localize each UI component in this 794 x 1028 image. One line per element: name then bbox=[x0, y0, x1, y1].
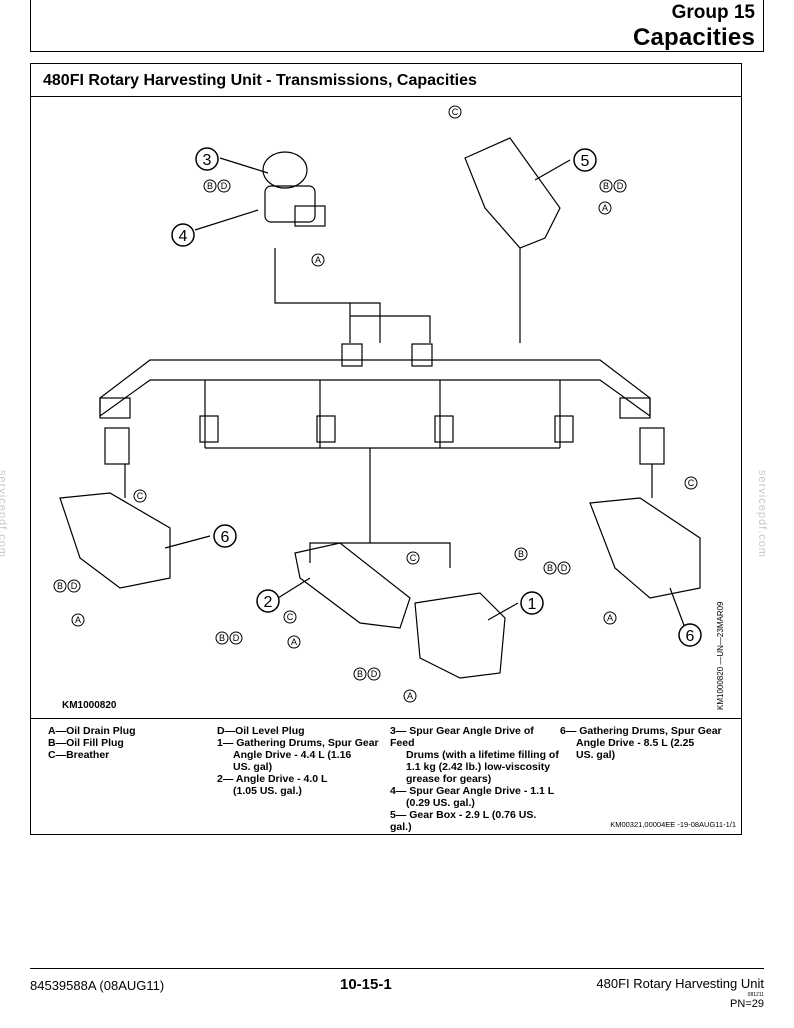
part-5-gearbox bbox=[464, 137, 561, 249]
document-code: KM00321,00004EE -19-08AUG11-1/1 bbox=[610, 820, 736, 829]
svg-text:C: C bbox=[410, 553, 417, 563]
legend-item: US. gal) bbox=[576, 749, 616, 761]
legend-item: C—Breather bbox=[48, 749, 110, 761]
svg-text:D: D bbox=[561, 563, 568, 573]
svg-text:B: B bbox=[518, 549, 524, 559]
callout-5: 5 bbox=[581, 153, 590, 170]
callout-1: 1 bbox=[528, 596, 537, 613]
group-number: Group 15 bbox=[671, 2, 755, 23]
section-title: 480FI Rotary Harvesting Unit - Transmiss… bbox=[43, 72, 477, 89]
diagram-svg: 3 4 5 6 2 1 6 C B D A B D A C B D A bbox=[53, 105, 702, 703]
legend-item: 2— Angle Drive - 4.0 L bbox=[217, 773, 328, 785]
legend-item: D—Oil Level Plug bbox=[217, 725, 305, 737]
svg-text:C: C bbox=[452, 107, 459, 117]
svg-text:A: A bbox=[291, 637, 297, 647]
part-6-left bbox=[59, 492, 171, 589]
callout-6-left: 6 bbox=[221, 529, 230, 546]
page-header: Group 15 Capacities bbox=[30, 0, 764, 52]
svg-text:A: A bbox=[75, 615, 81, 625]
part-1-gearbox bbox=[414, 592, 506, 679]
legend-column-1: A—Oil Drain Plug B—Oil Fill Plug C—Breat… bbox=[48, 725, 198, 761]
svg-text:A: A bbox=[407, 691, 413, 701]
svg-text:D: D bbox=[71, 581, 78, 591]
footer-manual-title: 480FI Rotary Harvesting Unit bbox=[596, 976, 764, 991]
callout-3: 3 bbox=[203, 152, 212, 169]
legend-column-4: 6— Gathering Drums, Spur Gear Angle Driv… bbox=[560, 725, 730, 761]
legend-column-2: D—Oil Level Plug 1— Gathering Drums, Spu… bbox=[217, 725, 387, 797]
svg-text:C: C bbox=[688, 478, 695, 488]
page-title: Capacities bbox=[632, 24, 755, 51]
legend-column-3: 3— Spur Gear Angle Drive of Feed Drums (… bbox=[390, 725, 560, 833]
svg-text:C: C bbox=[287, 612, 294, 622]
figure-code: KM1000820 bbox=[62, 700, 117, 711]
watermark-right: servicepdf.com bbox=[756, 470, 768, 558]
svg-text:A: A bbox=[602, 203, 608, 213]
svg-text:D: D bbox=[371, 669, 378, 679]
legend-item: US. gal) bbox=[233, 761, 273, 773]
frame-beam bbox=[99, 359, 651, 418]
legend-item: (1.05 US. gal.) bbox=[233, 785, 302, 797]
svg-text:B: B bbox=[219, 633, 225, 643]
svg-text:A: A bbox=[607, 613, 613, 623]
footer-pn: PN=29 bbox=[730, 998, 764, 1010]
svg-text:B: B bbox=[603, 181, 609, 191]
legend-item: (0.29 US. gal.) bbox=[406, 797, 475, 809]
legend-item: 5— Gear Box - 2.9 L (0.76 US. gal.) bbox=[390, 809, 537, 833]
watermark-left: servicepdf.com bbox=[0, 470, 8, 558]
svg-text:B: B bbox=[57, 581, 63, 591]
svg-text:D: D bbox=[221, 181, 228, 191]
title-divider bbox=[31, 96, 741, 97]
footer-date: 081211 bbox=[747, 992, 764, 998]
legend-item: 1.1 kg (2.42 lb.) low-viscosity bbox=[406, 761, 551, 773]
svg-text:D: D bbox=[233, 633, 240, 643]
legend-item: grease for gears) bbox=[406, 773, 492, 785]
content-frame: 480FI Rotary Harvesting Unit - Transmiss… bbox=[30, 63, 742, 835]
legend-item: A—Oil Drain Plug bbox=[48, 725, 136, 737]
transmission-diagram: 3 4 5 6 2 1 6 C B D A B D A C B D A bbox=[40, 98, 740, 718]
legend-item: 1— Gathering Drums, Spur Gear bbox=[217, 737, 379, 749]
part-2-angle-drive bbox=[294, 542, 411, 629]
frame-left-end bbox=[99, 397, 131, 419]
legend-item: Angle Drive - 4.4 L (1.16 bbox=[233, 749, 352, 761]
legend-item: 3— Spur Gear Angle Drive of Feed bbox=[390, 725, 534, 749]
footer-manual-number: 84539588A (08AUG11) bbox=[30, 978, 165, 993]
svg-text:B: B bbox=[357, 669, 363, 679]
footer-page-number: 10-15-1 bbox=[340, 976, 392, 993]
svg-text:C: C bbox=[137, 491, 144, 501]
figure-side-code: KM1000820 —UN—23MAR09 bbox=[716, 601, 725, 711]
gearbox-box bbox=[199, 415, 219, 443]
callout-6-right: 6 bbox=[686, 628, 695, 645]
part-6-right bbox=[589, 497, 701, 599]
callout-2: 2 bbox=[264, 594, 273, 611]
legend-item: 6— Gathering Drums, Spur Gear bbox=[560, 725, 722, 737]
footer-divider bbox=[30, 968, 764, 969]
legend-item: 4— Spur Gear Angle Drive - 1.1 L bbox=[390, 785, 555, 797]
svg-text:D: D bbox=[617, 181, 624, 191]
legend-item: Angle Drive - 8.5 L (2.25 bbox=[576, 737, 695, 749]
svg-text:B: B bbox=[207, 181, 213, 191]
legend-item: Drums (with a lifetime filling of bbox=[406, 749, 559, 761]
legend-item: B—Oil Fill Plug bbox=[48, 737, 124, 749]
callout-4: 4 bbox=[179, 228, 188, 245]
part-3-housing bbox=[262, 151, 308, 189]
frame-right-end bbox=[619, 397, 651, 419]
svg-text:B: B bbox=[547, 563, 553, 573]
legend-divider bbox=[30, 718, 742, 719]
svg-text:A: A bbox=[315, 255, 321, 265]
